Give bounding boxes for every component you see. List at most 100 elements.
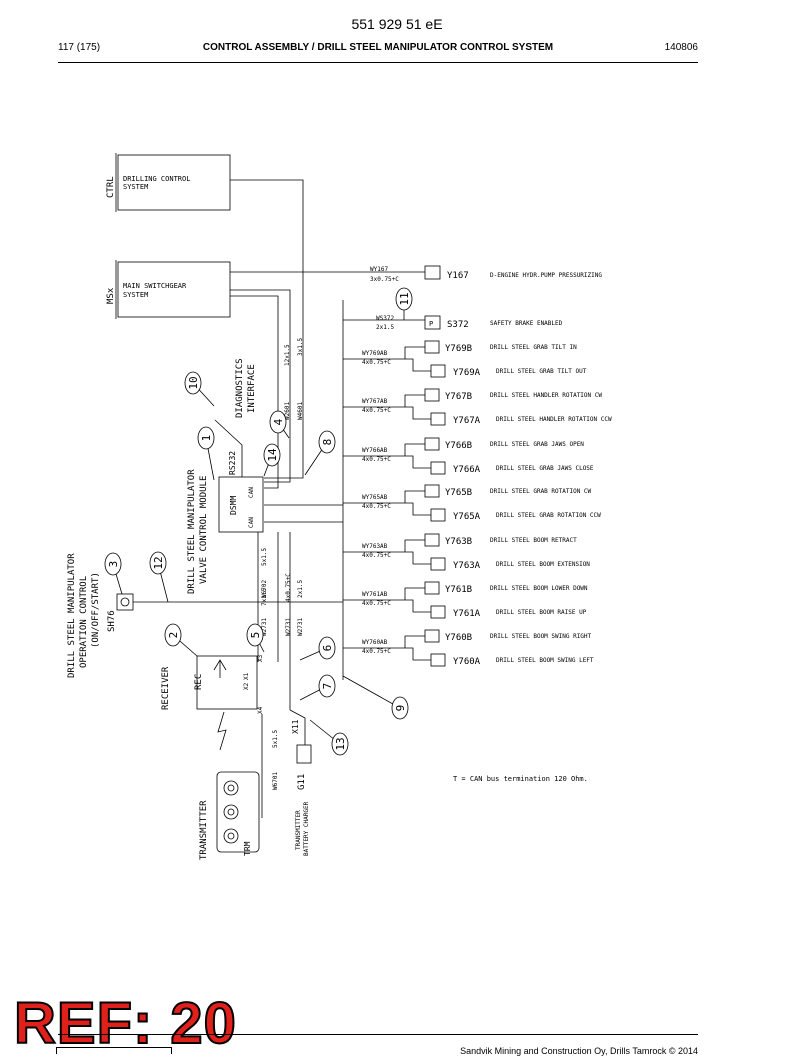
valve-desc: DRILL STEEL GRAB TILT OUT [496, 368, 587, 375]
valve-desc: DRILL STEEL BOOM RETRACT [490, 537, 577, 544]
valve-code: Y763A [453, 561, 481, 571]
svg-text:2: 2 [167, 632, 180, 639]
svg-text:10: 10 [187, 376, 200, 389]
cable-label: WY761AB [362, 591, 388, 598]
svg-text:2x1.5: 2x1.5 [376, 324, 394, 331]
valve-code: Y766A [453, 465, 481, 475]
valve-code: Y761A [453, 609, 481, 619]
svg-text:12: 12 [152, 556, 165, 569]
valve-desc: DRILL STEEL GRAB JAWS CLOSE [496, 465, 594, 472]
valve-desc: DRILL STEEL BOOM LOWER DOWN [490, 585, 588, 592]
svg-text:TRM: TRM [243, 841, 252, 856]
valve-desc: DRILL STEEL BOOM SWING RIGHT [490, 633, 592, 640]
valve-code: Y765B [445, 488, 472, 498]
cable-label: WY765AB [362, 494, 388, 501]
svg-text:CTRL: CTRL [106, 176, 116, 198]
svg-text:RS232: RS232 [228, 451, 237, 475]
svg-text:D-ENGINE HYDR.PUMP PRESSURIZIN: D-ENGINE HYDR.PUMP PRESSURIZING [490, 272, 602, 279]
svg-text:CAN: CAN [248, 487, 255, 498]
transmitter: TRM TRANSMITTER W6701 5x1.5 [199, 711, 279, 860]
callout-6: 6 [299, 636, 336, 661]
svg-text:13: 13 [334, 737, 347, 750]
valve-desc: DRILL STEEL BOOM SWING LEFT [496, 657, 594, 664]
svg-text:WY167: WY167 [370, 266, 388, 273]
svg-text:1: 1 [200, 435, 213, 442]
svg-text:W4601: W4601 [297, 402, 304, 420]
callout-13: 13 [309, 719, 349, 756]
svg-text:12x1.5: 12x1.5 [284, 344, 291, 366]
callout-8: 8 [304, 430, 336, 476]
svg-text:14: 14 [266, 448, 279, 462]
ref-stamp: REF: 20 [13, 990, 237, 1057]
svg-text:DRILL STEEL MANIPULATOR: DRILL STEEL MANIPULATOR [187, 469, 197, 594]
svg-text:S372: S372 [447, 320, 469, 330]
valve-code: Y767A [453, 416, 481, 426]
svg-text:7x1.5: 7x1.5 [261, 588, 268, 606]
svg-text:VALVE CONTROL MODULE: VALVE CONTROL MODULE [199, 476, 209, 584]
cable-label: WY763AB [362, 543, 388, 550]
valve-code: Y765A [453, 512, 481, 522]
callout-9: 9 [342, 675, 409, 720]
valve-pair-y763: Y763B DRILL STEEL BOOM RETRACT Y763A DRILL … [343, 533, 590, 571]
svg-text:5x1.5: 5x1.5 [272, 730, 279, 748]
battery-charger: G11 TRANSMITTER BATTERY CHARGER X11 [289, 709, 312, 856]
svg-text:3x1.5: 3x1.5 [297, 338, 304, 356]
svg-text:W6702: W6702 [261, 580, 268, 598]
svg-text:4x0.75+C: 4x0.75+C [285, 573, 292, 602]
svg-text:X11: X11 [291, 719, 300, 734]
wiring-diagram: DRILLING CONTROL SYSTEM CTRL MAIN SWITCH… [67, 153, 612, 860]
cable-spec: 4x0.75+C [362, 552, 391, 559]
svg-text:5x1.5: 5x1.5 [261, 548, 268, 566]
svg-text:7: 7 [321, 683, 334, 690]
svg-text:6: 6 [321, 645, 334, 652]
svg-text:BATTERY CHARGER: BATTERY CHARGER [303, 801, 310, 856]
svg-text:11: 11 [398, 292, 411, 305]
svg-text:DRILL STEEL MANIPULATOR: DRILL STEEL MANIPULATOR [67, 553, 77, 678]
dsmm-module: DSMM CAN CAN RS232 DRILL STEEL MANIPULAT… [187, 451, 264, 594]
y167-valve: Y167 D-ENGINE HYDR.PUMP PRESSURIZING WY1… [370, 265, 602, 283]
cable-label: WY769AB [362, 350, 388, 357]
svg-text:W2601: W2601 [284, 402, 291, 420]
page-number: 117 (175) [58, 42, 101, 53]
s372-switch: P S372 SAFETY BRAKE ENABLED WS372 2x1.5 [343, 315, 563, 331]
valve-desc: DRILL STEEL BOOM EXTENSION [496, 561, 590, 568]
svg-text:SYSTEM: SYSTEM [123, 291, 148, 299]
page-title: CONTROL ASSEMBLY / DRILL STEEL MANIPULAT… [202, 42, 554, 53]
logo [56, 1047, 172, 1054]
receiver: REC RECEIVER X3 X1 X2 X4 [161, 654, 264, 714]
cable-spec: 4x0.75+C [362, 648, 391, 655]
cable-spec: 4x0.75+C [362, 407, 391, 414]
svg-text:3: 3 [107, 561, 120, 568]
svg-text:TRANSMITTER: TRANSMITTER [295, 810, 302, 850]
callout-2: 2 [164, 623, 198, 657]
cable-label: WY760AB [362, 639, 388, 646]
svg-text:MSx: MSx [106, 287, 116, 304]
cable-label: WY766AB [362, 447, 388, 454]
header-rule [58, 62, 698, 63]
svg-text:X4: X4 [257, 706, 264, 714]
svg-text:4: 4 [272, 418, 285, 425]
can-termination-note: T = CAN bus termination 120 Ohm. [453, 775, 588, 783]
svg-text:SYSTEM: SYSTEM [123, 183, 148, 191]
svg-text:SAFETY BRAKE ENABLED: SAFETY BRAKE ENABLED [490, 320, 563, 327]
valve-desc: DRILL STEEL HANDLER ROTATION CCW [496, 416, 612, 423]
valve-code: Y763B [445, 537, 472, 547]
callout-7: 7 [299, 674, 336, 701]
svg-text:W2731: W2731 [297, 618, 304, 636]
svg-text:DSMM: DSMM [229, 496, 238, 515]
valve-desc: DRILL STEEL GRAB ROTATION CCW [496, 512, 601, 519]
valve-code: Y760B [445, 633, 472, 643]
svg-text:W2731: W2731 [285, 618, 292, 636]
callout-3: 3 [104, 552, 123, 595]
svg-text:3x0.75+C: 3x0.75+C [370, 276, 399, 283]
valve-code: Y769A [453, 368, 481, 378]
svg-text:X1: X1 [243, 672, 250, 680]
svg-text:8: 8 [321, 439, 334, 446]
svg-text:INTERFACE: INTERFACE [247, 364, 257, 413]
